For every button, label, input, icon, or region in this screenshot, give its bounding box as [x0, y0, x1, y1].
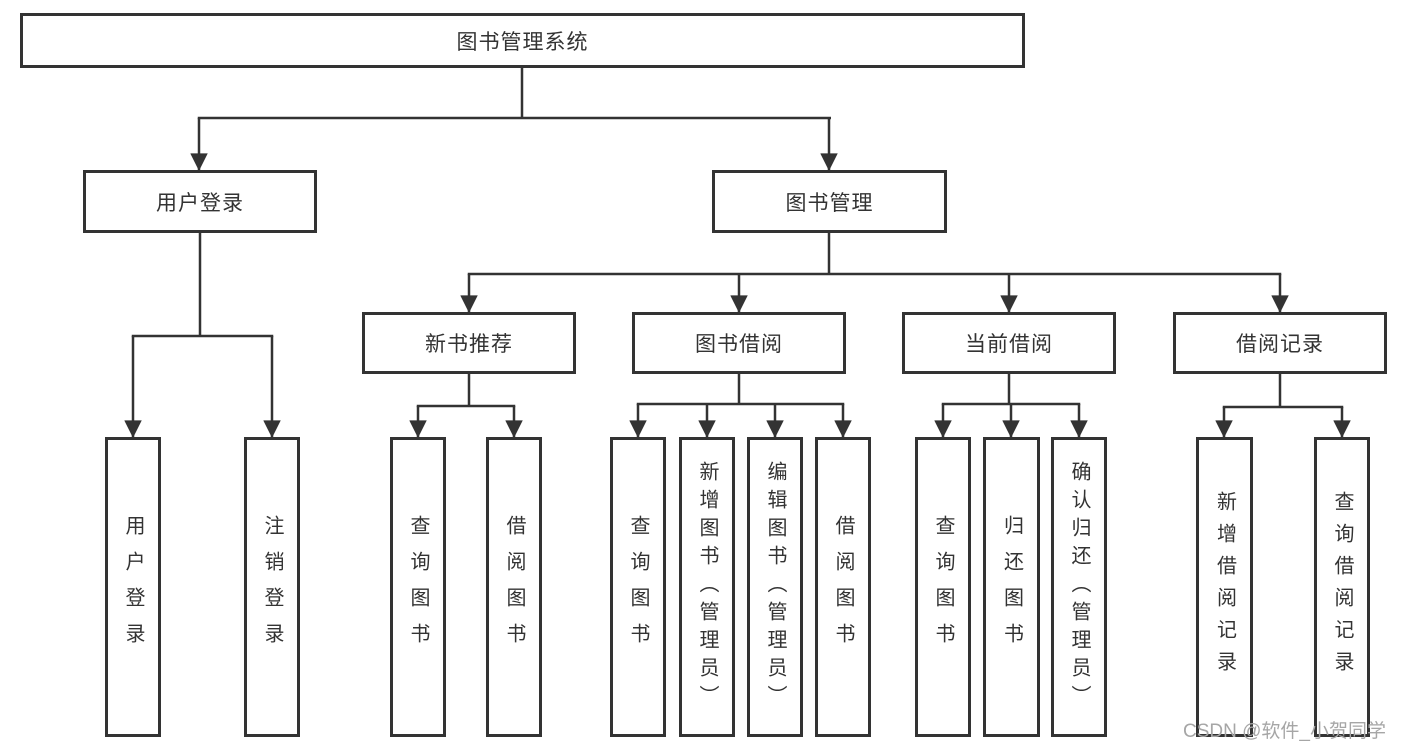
node-borrowing-records: 借阅记录	[1173, 312, 1387, 374]
node-current-borrowing: 当前借阅	[902, 312, 1116, 374]
leaf-query-borrow-record: 查询借阅记录	[1314, 437, 1370, 737]
leaf-user-login: 用户登录	[105, 437, 161, 737]
node-book-borrowing: 图书借阅	[632, 312, 846, 374]
leaf-borrow-books: 借阅图书	[815, 437, 871, 737]
connector-root-to-level2	[190, 66, 838, 171]
leaf-add-borrow-record: 新增借阅记录	[1196, 437, 1253, 737]
leaf-logout: 注销登录	[244, 437, 300, 737]
leaf-confirm-return-admin: 确认归还（管理员）	[1051, 437, 1107, 737]
leaf-borrow-books: 借阅图书	[486, 437, 542, 737]
leaf-query-books: 查询图书	[915, 437, 971, 737]
leaf-query-books: 查询图书	[610, 437, 666, 737]
leaf-add-books-admin: 新增图书（管理员）	[679, 437, 735, 737]
connector-newbook-to-leaves	[409, 374, 523, 438]
connector-borrowrecord-to-leaves	[1215, 374, 1351, 438]
node-book-management: 图书管理	[712, 170, 947, 233]
connector-currentborrow-to-leaves	[934, 374, 1088, 438]
leaf-query-books: 查询图书	[390, 437, 446, 737]
connector-userlogin-to-leaves	[124, 233, 281, 438]
node-library-management-system: 图书管理系统	[20, 13, 1025, 68]
connector-bookmgmt-to-level3	[460, 233, 1289, 313]
connector-bookborrow-to-leaves	[629, 374, 852, 438]
leaf-return-books: 归还图书	[983, 437, 1040, 737]
node-new-book-recommendation: 新书推荐	[362, 312, 576, 374]
node-user-login: 用户登录	[83, 170, 317, 233]
watermark-text: CSDN @软件_小贺同学	[1183, 721, 1386, 742]
leaf-edit-books-admin: 编辑图书（管理员）	[747, 437, 803, 737]
